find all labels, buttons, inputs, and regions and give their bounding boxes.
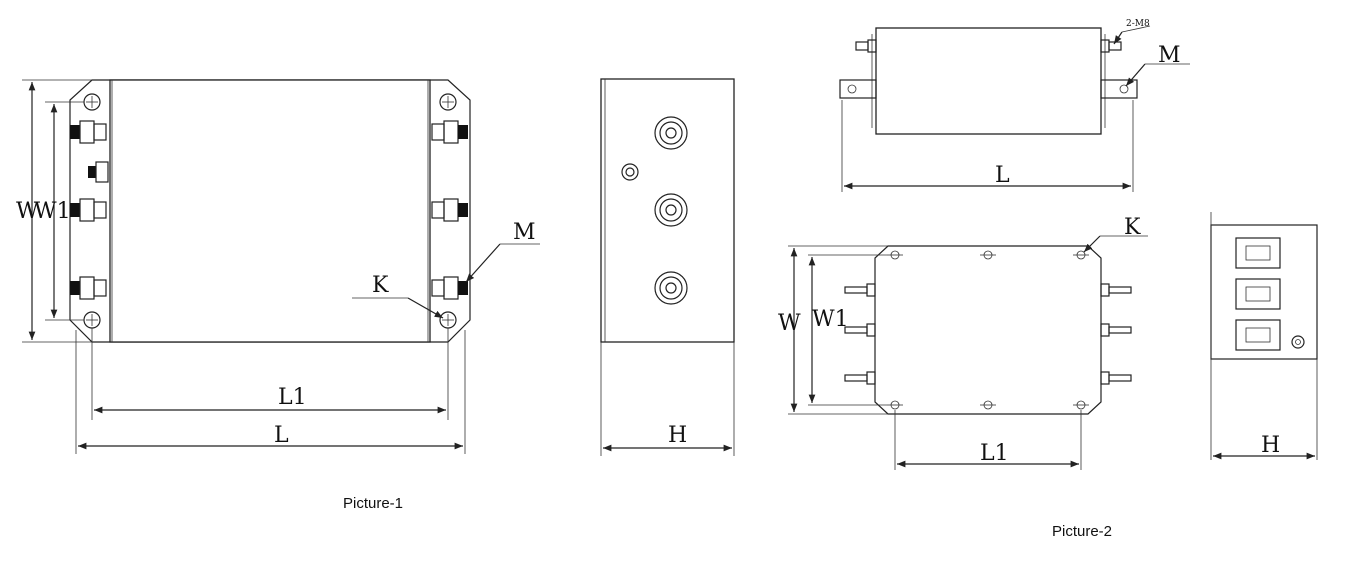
caption-picture-2: Picture-2 <box>1052 523 1112 540</box>
mounting-hole-icon <box>83 93 457 329</box>
picture1-top-view <box>22 79 540 454</box>
mounting-hole-icon <box>887 250 1089 410</box>
dim-label-h-2: H <box>1261 433 1280 458</box>
picture1-side-view <box>600 78 735 456</box>
terminal-icon <box>621 116 688 305</box>
terminal-stud-icon <box>431 120 468 300</box>
dim-label-l1-2: L1 <box>980 441 1009 466</box>
dim-label-w1: W1 <box>34 199 71 224</box>
terminal-stud-icon <box>70 120 109 300</box>
dim-label-l: L <box>274 423 289 448</box>
thread-label-2-m8: 2-M8 <box>1126 19 1150 29</box>
dim-label-w: W <box>16 199 39 224</box>
dim-label-m: M <box>513 220 536 245</box>
dim-label-w1-2: W1 <box>812 307 849 332</box>
picture2-top-view <box>788 235 1148 470</box>
dim-label-l1: L1 <box>278 385 307 410</box>
dim-label-h: H <box>668 423 687 448</box>
dim-label-l-2: L <box>995 163 1010 188</box>
dim-label-w-2: W <box>778 311 801 336</box>
dim-label-k-2: K <box>1124 215 1141 240</box>
terminal-block-icon <box>1235 237 1305 351</box>
dim-label-m-2: M <box>1158 43 1181 68</box>
dim-label-k: K <box>372 273 389 298</box>
picture2-front-view <box>839 25 1190 192</box>
caption-picture-1: Picture-1 <box>343 495 403 512</box>
picture2-side-view <box>1210 212 1318 460</box>
terminal-stud-icon <box>844 283 1132 385</box>
